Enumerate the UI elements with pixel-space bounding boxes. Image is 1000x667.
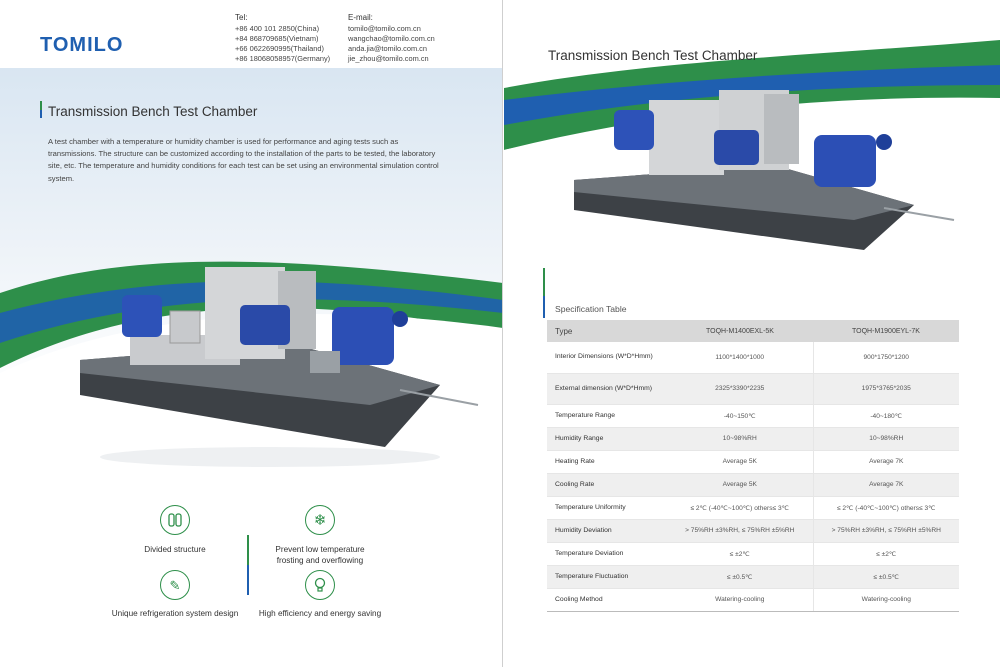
table-cell: ≤ 2℃ (-40℃~100℃) others≤ 3℃: [667, 496, 814, 520]
brand-logo: TOMILO: [40, 34, 124, 56]
table-row: Heating Rate Average 5K Average 7K: [547, 450, 959, 474]
tel-line: +86 18068058957(Germany): [235, 54, 331, 63]
contact-email: E-mail: tomilo@tomilo.com.cn wangchao@to…: [348, 13, 435, 64]
specification-table: Type TOQH-M1400EXL-5K TOQH-M1900EYL-7K I…: [547, 320, 959, 612]
refrigeration-tools-icon: ✎: [160, 570, 190, 600]
page-title: Transmission Bench Test Chamber: [48, 104, 258, 119]
spec-table-label: Specification Table: [555, 304, 627, 314]
row-label: Humidity Deviation: [547, 519, 667, 543]
table-row: Temperature Range -40~150℃ -40~180℃: [547, 404, 959, 428]
table-cell: > 75%RH ±3%RH, ≤ 75%RH ±5%RH: [667, 519, 814, 543]
table-cell: Average 5K: [667, 450, 814, 474]
email-label: E-mail:: [348, 13, 373, 22]
table-cell: Average 7K: [813, 450, 959, 474]
table-cell: 900*1750*1200: [813, 342, 959, 374]
table-cell: 2325*3390*2235: [667, 373, 814, 405]
table-cell: ≤ 2℃ (-40℃~100℃) others≤ 3℃: [813, 496, 959, 520]
row-label: Cooling Method: [547, 588, 667, 612]
lightbulb-icon: [305, 570, 335, 600]
row-label: Interior Dimensions (W*D*Hmm): [547, 342, 667, 374]
row-label: External dimension (W*D*Hmm): [547, 373, 667, 405]
tel-line: +66 0622690995(Thailand): [235, 44, 324, 53]
contact-tel: Tel: +86 400 101 2850(China) +84 8687096…: [235, 13, 330, 64]
row-label: Humidity Range: [547, 427, 667, 451]
row-label: Cooling Rate: [547, 473, 667, 497]
tel-line: +86 400 101 2850(China): [235, 24, 320, 33]
row-label: Temperature Fluctuation: [547, 565, 667, 589]
table-cell: 1100*1400*1000: [667, 342, 814, 374]
row-label: Temperature Uniformity: [547, 496, 667, 520]
table-row: Temperature Fluctuation ≤ ±0.5℃ ≤ ±0.5℃: [547, 565, 959, 589]
table-row: Temperature Uniformity ≤ 2℃ (-40℃~100℃) …: [547, 496, 959, 520]
column-header: TOQH-M1900EYL-7K: [813, 320, 959, 342]
table-cell: Watering-cooling: [813, 588, 959, 612]
table-cell: ≤ ±0.5℃: [813, 565, 959, 589]
table-cell: 10~98%RH: [813, 427, 959, 451]
snowflake-icon: ❄: [305, 505, 335, 535]
table-row: Temperature Deviation ≤ ±2℃ ≤ ±2℃: [547, 542, 959, 566]
feature-label: High efficiency and energy saving: [258, 609, 382, 618]
column-header: Type: [547, 320, 667, 342]
table-cell: ≤ ±0.5℃: [667, 565, 814, 589]
email-line[interactable]: tomilo@tomilo.com.cn: [348, 24, 421, 33]
page-title: Transmission Bench Test Chamber: [548, 48, 758, 63]
tel-line: +84 868709685(Vietnam): [235, 34, 319, 43]
table-cell: 1975*3765*2035: [813, 373, 959, 405]
intro-paragraph: A test chamber with a temperature or hum…: [48, 137, 439, 183]
feature-divider: [247, 535, 249, 595]
feature-label: Divided structure: [144, 545, 206, 554]
feature-label: Prevent low temperature frosting and ove…: [275, 545, 365, 565]
table-cell: ≤ ±2℃: [813, 542, 959, 566]
table-cell: 10~98%RH: [667, 427, 814, 451]
table-row: Interior Dimensions (W*D*Hmm) 1100*1400*…: [547, 342, 959, 374]
table-row: Humidity Deviation > 75%RH ±3%RH, ≤ 75%R…: [547, 519, 959, 543]
test-bench-machine-image: [574, 90, 955, 250]
test-bench-machine-image: [80, 267, 479, 447]
title-accent-bar: [40, 101, 42, 118]
email-line[interactable]: wangchao@tomilo.com.cn: [348, 34, 435, 43]
table-cell: ≤ ±2℃: [667, 542, 814, 566]
table-cell: Watering-cooling: [667, 588, 814, 612]
row-label: Temperature Deviation: [547, 542, 667, 566]
machine-reflection: [100, 447, 440, 467]
row-label: Heating Rate: [547, 450, 667, 474]
table-row: External dimension (W*D*Hmm) 2325*3390*2…: [547, 373, 959, 405]
email-line[interactable]: jie_zhou@tomilo.com.cn: [348, 54, 429, 63]
table-row: Humidity Range 10~98%RH 10~98%RH: [547, 427, 959, 451]
table-row: Cooling Method Watering-cooling Watering…: [547, 588, 959, 612]
email-line[interactable]: anda.jia@tomilo.com.cn: [348, 44, 427, 53]
tel-label: Tel:: [235, 13, 248, 22]
table-cell: Average 7K: [813, 473, 959, 497]
feature-label: Unique refrigeration system design: [111, 609, 239, 618]
table-cell: > 75%RH ±3%RH, ≤ 75%RH ±5%RH: [813, 519, 959, 543]
table-row: Cooling Rate Average 5K Average 7K: [547, 473, 959, 497]
row-label: Temperature Range: [547, 404, 667, 428]
table-header-row: Type TOQH-M1400EXL-5K TOQH-M1900EYL-7K: [547, 320, 959, 342]
column-header: TOQH-M1400EXL-5K: [667, 320, 813, 342]
divided-structure-icon: [160, 505, 190, 535]
table-cell: -40~150℃: [667, 404, 814, 428]
left-page: TOMILO Tel: +86 400 101 2850(China) +84 …: [0, 0, 503, 667]
table-cell: -40~180℃: [813, 404, 959, 428]
table-cell: Average 5K: [667, 473, 814, 497]
spec-accent-bar: [543, 268, 545, 318]
